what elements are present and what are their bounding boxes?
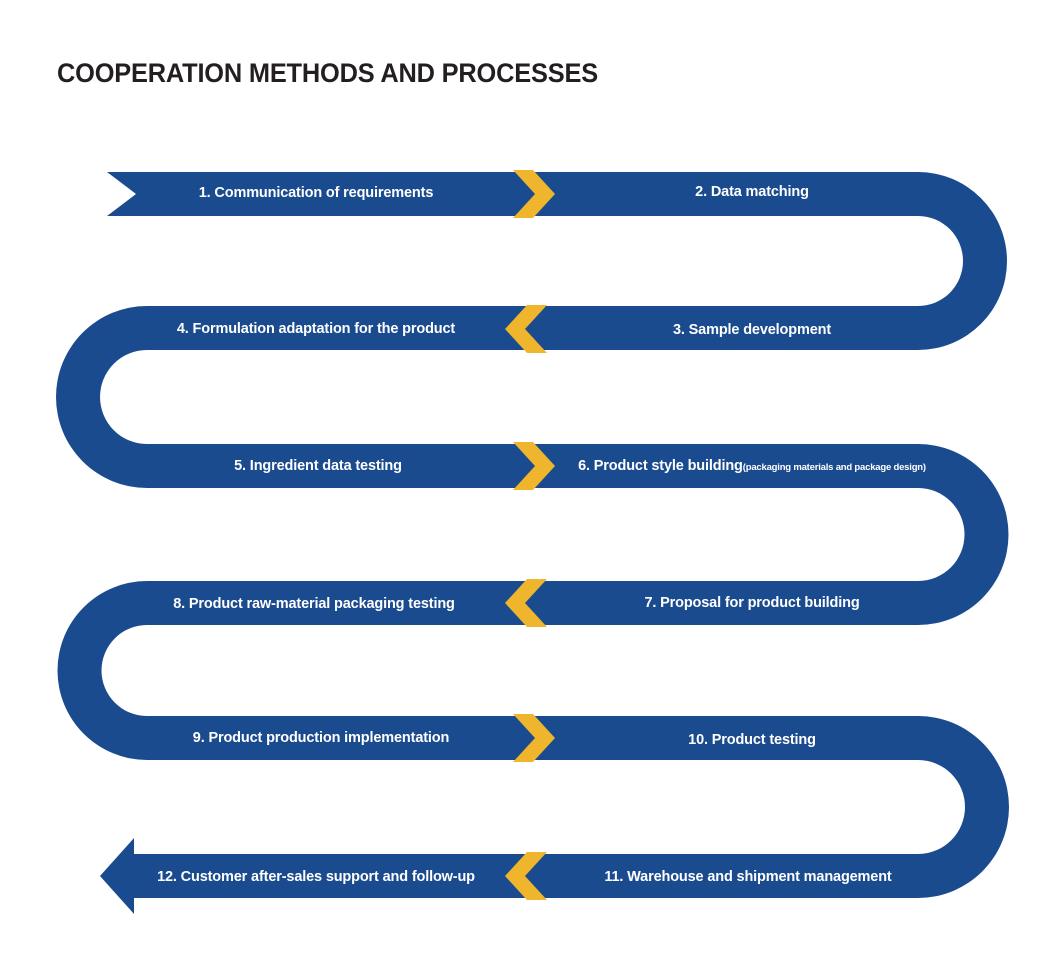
band-row-2-and-uturn — [56, 306, 560, 488]
chevron-group — [505, 170, 555, 900]
chevron-left-icon-row-4 — [505, 579, 547, 627]
band-row-3-and-uturn — [500, 444, 1009, 625]
flow-band-group — [56, 172, 1009, 914]
band-row-5-and-uturn — [500, 716, 1009, 898]
chevron-right-icon-row-5 — [513, 714, 555, 762]
page-title: COOPERATION METHODS AND PROCESSES — [57, 58, 598, 88]
chevron-right-icon-row-1 — [513, 170, 555, 218]
chevron-right-icon-row-3 — [513, 442, 555, 490]
band-row-1-left — [107, 172, 560, 216]
band-row-4-and-uturn — [57, 581, 560, 760]
band-row-6-left-arrow — [100, 838, 560, 914]
band-row-1-right-and-uturn — [500, 172, 1007, 350]
chevron-left-icon-row-6 — [505, 852, 547, 900]
chevron-left-icon-row-2 — [505, 305, 547, 353]
